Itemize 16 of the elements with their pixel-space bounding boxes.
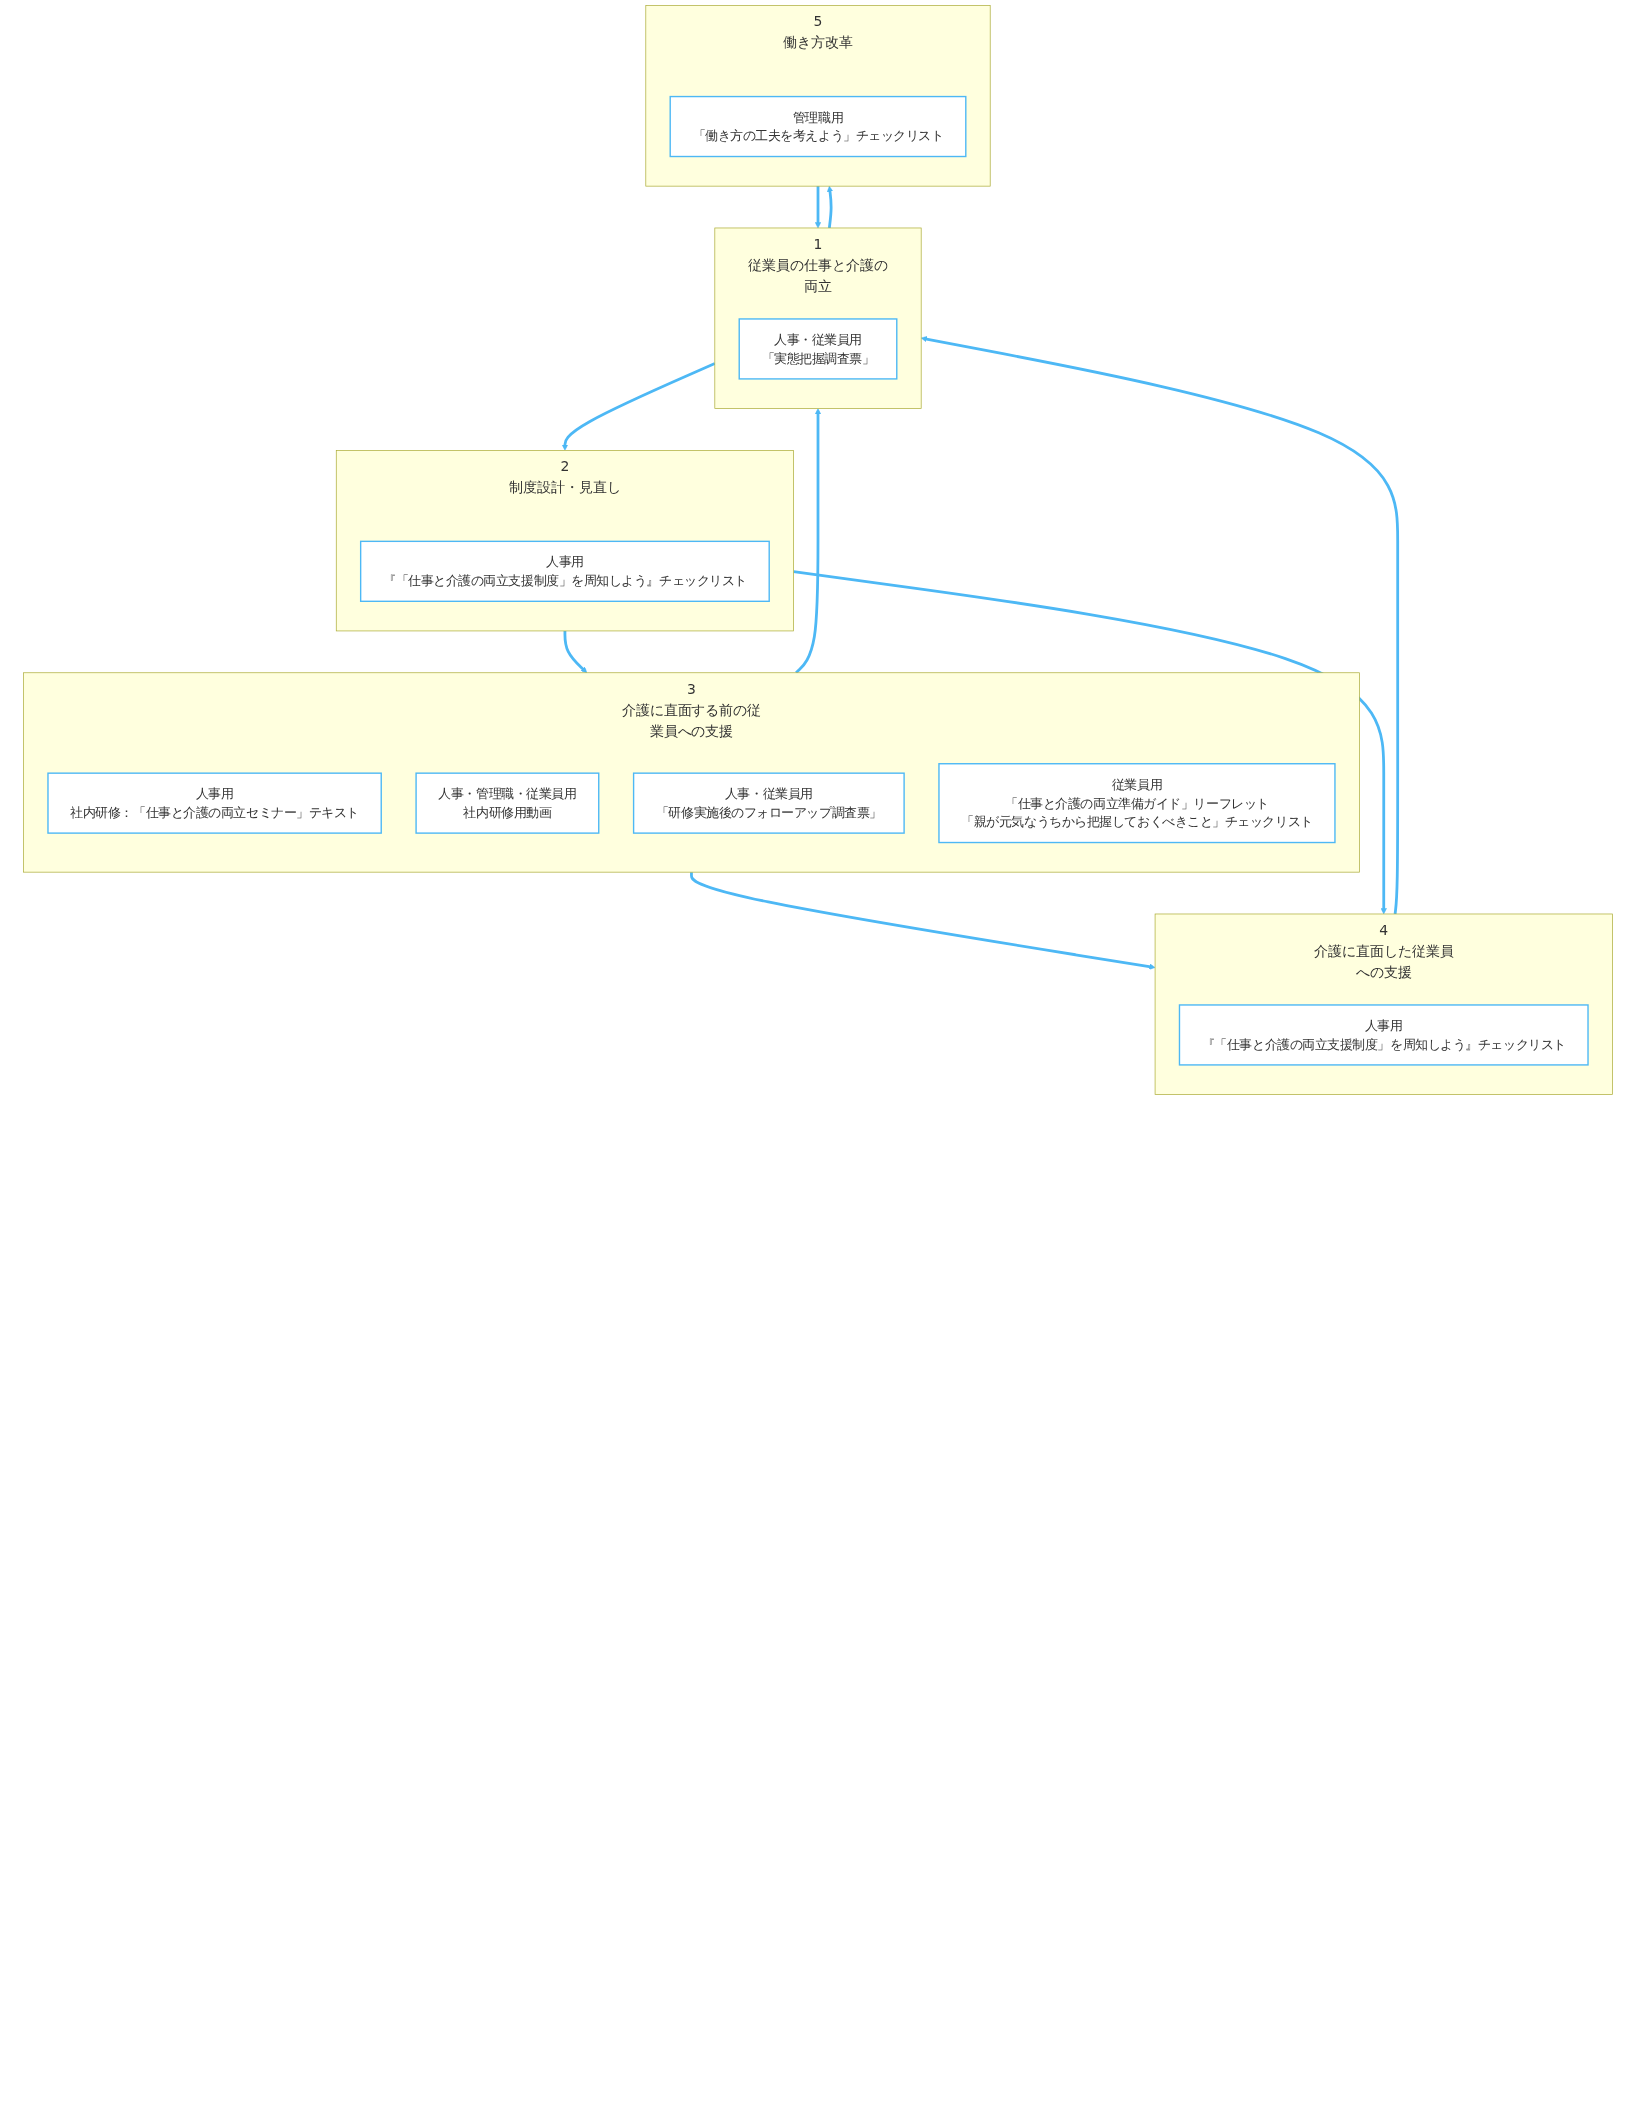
node-box: 人事用 『「仕事と介護の両立支援制度」を周知しよう』チェックリスト [359,540,770,602]
arrow [563,630,587,674]
arrow [814,186,821,229]
node-box: 従業員用 「仕事と介護の両立準備ガイド」リーフレット 「親が元気なうちから把握しておくべきこと」チェックリスト [937,763,1336,844]
node-box: 人事用 『「仕事と介護の両立支援制度」を周知しよう』チェックリスト [1178,1004,1589,1066]
arrow [920,336,1399,915]
arrow [689,872,1155,970]
node-box: 人事・従業員用 「研修実施後のフォローアップ調査票」 [632,772,905,834]
arrow [792,570,1387,915]
arrow [826,185,833,229]
arrow [561,362,715,451]
arrow [794,408,821,674]
node-box: 人事・管理職・従業員用 社内研修用動画 [414,772,599,834]
node-box: 人事用 社内研修：「仕事と介護の両立セミナー」テキスト [46,772,382,834]
node-box: 人事・従業員用 「実態把握調査票」 [738,318,897,380]
node-box: 管理職用 「働き方の工夫を考えよう」チェックリスト [669,95,966,158]
